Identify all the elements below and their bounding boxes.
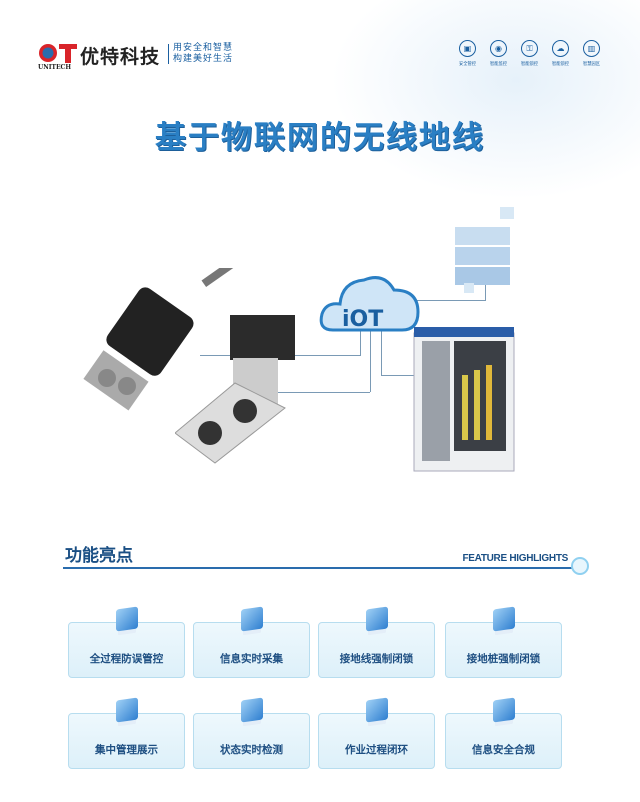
iot-cloud-icon: iOT [319, 276, 420, 332]
section-title-en: FEATURE HIGHLIGHTS [462, 553, 568, 564]
page-title: 基于物联网的无线地线 [155, 120, 485, 156]
feature-card[interactable]: 状态实时检测 [193, 713, 310, 769]
connector-line [410, 300, 485, 301]
feature-label: 信息安全合规 [472, 744, 535, 756]
cloud-text: iOT [342, 307, 383, 332]
dashboard-icon [116, 697, 138, 723]
feature-card[interactable]: 信息安全合规 [445, 713, 562, 769]
feature-card[interactable]: 集中管理展示 [68, 713, 185, 769]
data-collection-icon [241, 606, 263, 632]
globe-icon [571, 557, 589, 575]
slogan-line-1: 用安全和智慧 [173, 43, 234, 53]
monitor-icon: ▣ [459, 40, 476, 57]
feature-label: 接地线强制闭锁 [339, 653, 414, 665]
section-title: 功能亮点 [65, 546, 133, 566]
header-divider [168, 44, 169, 64]
feature-label: 集中管理展示 [95, 744, 158, 756]
connector-line [370, 330, 371, 392]
logo-icon [39, 44, 77, 63]
lock-icon [493, 606, 515, 632]
server-stack-icon [455, 207, 514, 293]
feature-label: 全过程防误管控 [89, 653, 164, 665]
detection-icon [241, 697, 263, 723]
feature-card[interactable]: 接地桩强制闭锁 [445, 622, 562, 678]
service-label: 智能锁控 [520, 62, 539, 67]
grounding-cabinet-image [413, 327, 515, 472]
service-safety: ▣ 安全管控 [455, 40, 480, 67]
feature-label: 信息实时采集 [220, 653, 283, 665]
brand-name: 优特科技 [80, 46, 161, 68]
network-background [330, 0, 640, 200]
connector-line [360, 330, 361, 356]
connector-line [485, 285, 486, 301]
section-divider [63, 567, 573, 569]
lock-icon [366, 606, 388, 632]
grounding-post-lock-image [175, 315, 295, 464]
lock-key-icon: ⚿ [521, 40, 538, 57]
building-icon: ▥ [583, 40, 600, 57]
security-icon [493, 697, 515, 723]
service-park: ▥ 智慧园区 [579, 40, 604, 67]
connector-line [381, 330, 382, 376]
service-label: 安全管控 [458, 62, 477, 67]
service-label: 智能锁控 [551, 62, 570, 67]
feature-label: 接地桩强制闭锁 [466, 653, 541, 665]
feature-card[interactable]: 接地线强制闭锁 [318, 622, 435, 678]
cloud-lock-icon: ☁ [552, 40, 569, 57]
service-cloud-lock: ☁ 智能锁控 [548, 40, 573, 67]
logo-subtext: UNITECH [38, 64, 72, 71]
camera-icon: ◉ [490, 40, 507, 57]
monitor-icon [116, 606, 138, 632]
connector-line [270, 392, 370, 393]
service-icons: ▣ 安全管控 ◉ 智能监控 ⚿ 智能锁控 ☁ 智能锁控 ▥ 智慧园区 [455, 40, 604, 67]
slogan: 用安全和智慧构建美好生活 [173, 43, 233, 65]
service-monitoring: ◉ 智能监控 [486, 40, 511, 67]
connector-line [381, 375, 421, 376]
service-label: 智慧园区 [582, 62, 601, 67]
service-lock: ⚿ 智能锁控 [517, 40, 542, 67]
wireless-ground-lock-device-image [83, 268, 235, 411]
workflow-icon [366, 697, 388, 723]
feature-card[interactable]: 作业过程闭环 [318, 713, 435, 769]
slogan-line-2: 构建美好生活 [173, 54, 234, 64]
feature-label: 作业过程闭环 [345, 744, 408, 756]
feature-card[interactable]: 全过程防误管控 [68, 622, 185, 678]
feature-label: 状态实时检测 [220, 744, 283, 756]
service-label: 智能监控 [489, 62, 508, 67]
feature-card[interactable]: 信息实时采集 [193, 622, 310, 678]
